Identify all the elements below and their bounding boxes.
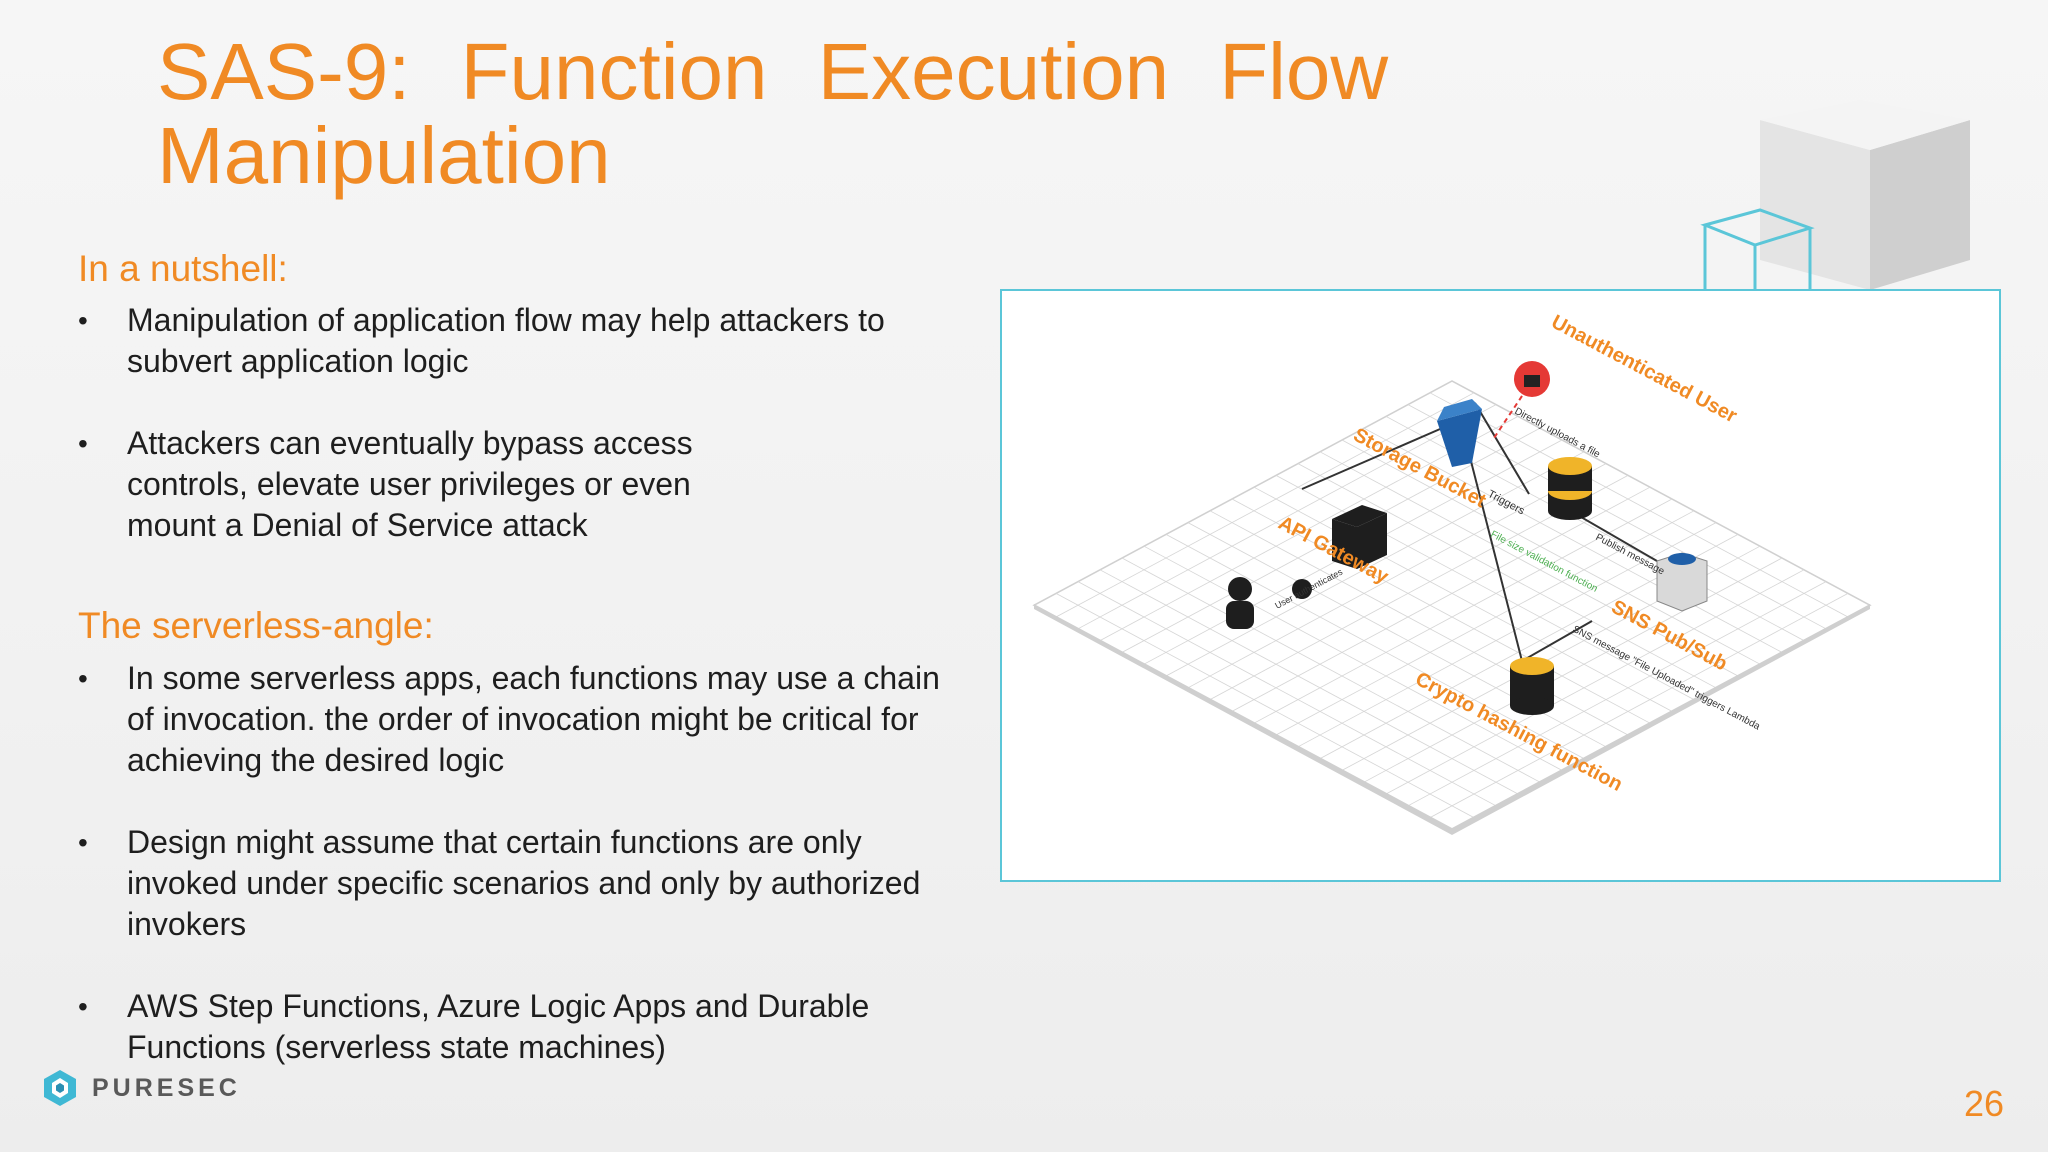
list-item: AWS Step Functions, Azure Logic Apps and…: [78, 986, 958, 1068]
list-item: In some serverless apps, each functions …: [78, 658, 958, 781]
page-number: 26: [1964, 1083, 2005, 1124]
isometric-grid: Unauthenticated User Storage Bucket API …: [1032, 311, 1872, 835]
logo-text: PURESEC: [92, 1073, 241, 1102]
user-icon: [1226, 577, 1254, 629]
nutshell-heading: In a nutshell:: [78, 248, 288, 289]
cube-decoration-icon: [1700, 100, 1970, 290]
list-item: Design might assume that certain functio…: [78, 822, 958, 945]
arrow: [1301, 425, 1448, 490]
title-line-2: Manipulation: [157, 111, 611, 200]
label-unauthenticated-user: Unauthenticated User: [1548, 311, 1741, 428]
sns-icon: [1656, 552, 1708, 612]
puresec-logo: PURESEC: [40, 1068, 241, 1108]
architecture-diagram: Unauthenticated User Storage Bucket API …: [1000, 289, 2001, 882]
serverless-heading: The serverless-angle:: [78, 605, 434, 646]
puresec-logo-icon: [44, 1070, 76, 1106]
list-item: Attackers can eventually bypass access c…: [78, 423, 787, 546]
list-item: Manipulation of application flow may hel…: [78, 300, 958, 382]
api-gateway-icon: [1332, 505, 1387, 569]
slide-title: SAS-9: Function Execution Flow Manipulat…: [157, 30, 1477, 198]
storage-bucket-icon: [1437, 409, 1482, 467]
nutshell-list: Manipulation of application flow may hel…: [78, 300, 958, 587]
title-line-1: SAS-9: Function Execution Flow: [157, 27, 1389, 116]
lambda-function-icon: [1548, 457, 1592, 520]
lambda-function-icon: [1510, 657, 1554, 715]
serverless-list: In some serverless apps, each functions …: [78, 658, 958, 1109]
